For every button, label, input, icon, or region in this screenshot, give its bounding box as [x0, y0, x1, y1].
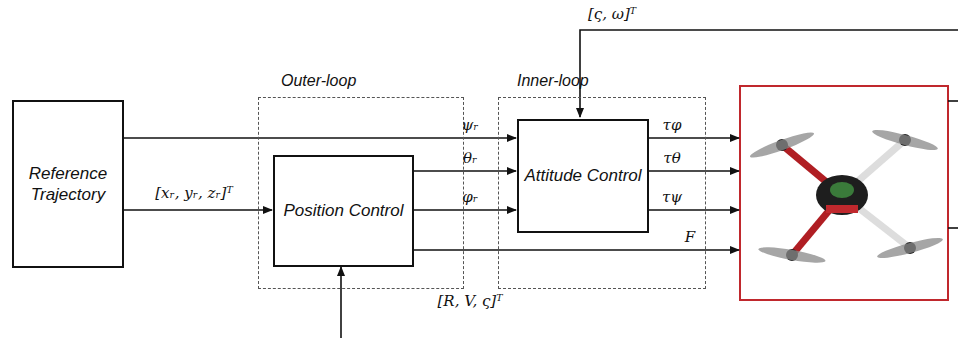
signal-name: τφ [661, 116, 684, 134]
signal-name: [R, V, ς]ᵀ [436, 292, 505, 310]
signal-arrow [124, 209, 272, 211]
output-stub [948, 100, 958, 102]
signal-arrow [414, 209, 516, 211]
signal-name: τθ [661, 149, 682, 167]
source-box: Reference Trajectory [12, 100, 124, 268]
loop-heading: Outer-loop [281, 72, 356, 90]
signal-arrow [124, 137, 516, 139]
thrust-wire [406, 249, 739, 251]
loop-group: Outer-loopPosition Control [258, 97, 464, 289]
signal-name: φᵣ [460, 188, 480, 206]
box-label: Reference Trajectory [14, 159, 122, 210]
signal-name: θᵣ [461, 149, 479, 167]
controller-box: Position Control [273, 155, 414, 267]
signal-arrow [414, 170, 516, 172]
torque-wire [640, 137, 739, 139]
controller-box: Attitude Control [517, 119, 649, 233]
torque-wire [640, 170, 739, 172]
loop-heading: Inner-loop [517, 72, 589, 90]
state-feedback-wire [340, 267, 342, 338]
quadrotor-illustration [748, 126, 944, 265]
signal-name: F [683, 228, 697, 246]
drone-frame [740, 86, 948, 300]
box-label: Position Control [279, 196, 407, 225]
signal-name: [ς, ω]ᵀ [586, 5, 638, 23]
torque-wire [640, 209, 739, 211]
signal-name: [xᵣ, yᵣ, zᵣ]ᵀ [153, 184, 235, 202]
box-label: Attitude Control [520, 161, 645, 190]
signal-name: ψᵣ [460, 116, 481, 134]
signal-name: τψ [660, 188, 684, 206]
output-stub [948, 227, 958, 229]
feedback-wire [580, 30, 958, 117]
